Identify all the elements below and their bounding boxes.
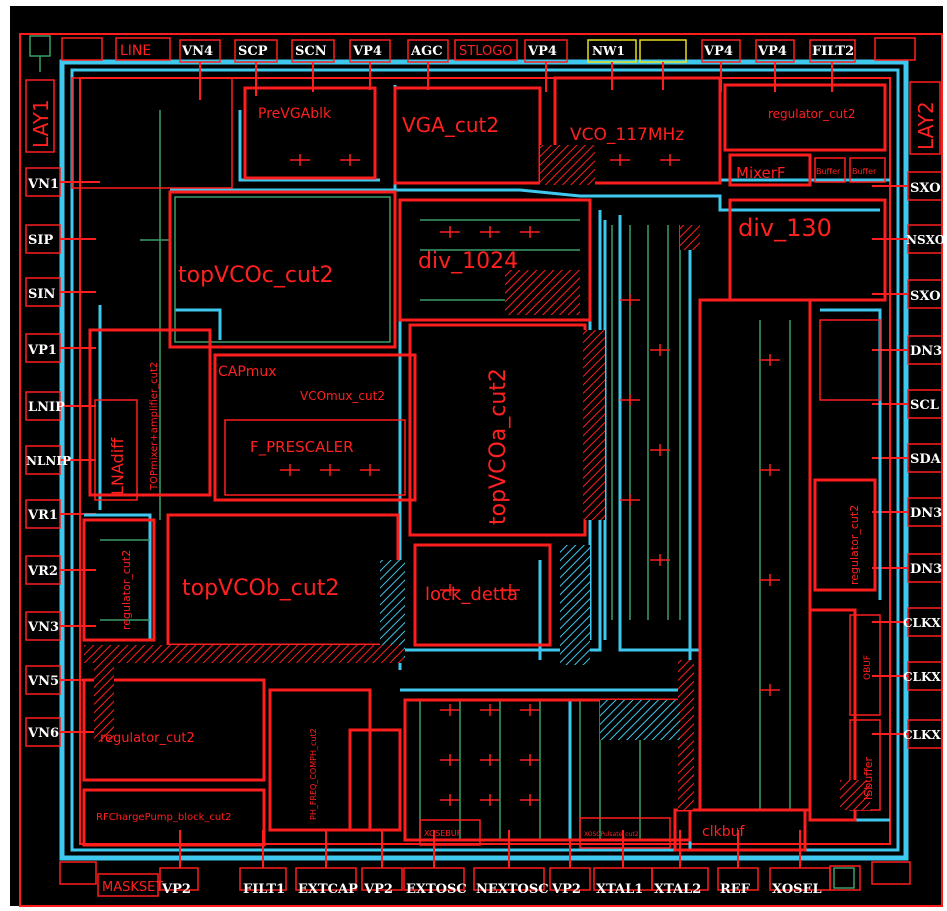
block-regulator-right: regulator_cut2 [848, 505, 861, 585]
block-labels: PreVGAblk VGA_cut2 VCO_117MHz regulator_… [96, 106, 877, 840]
pin-label-right: CLKX [903, 616, 941, 630]
block-vcomux: VCOmux_cut2 [300, 389, 385, 403]
stlogo-label: STLOGO [459, 44, 513, 59]
pin-label-right: CLKX [903, 670, 941, 684]
block-regulator-top-right: regulator_cut2 [768, 107, 856, 121]
pin-label-left: VN6 [27, 726, 59, 741]
top-pin-labels: VN4 SCP SCN VP4 AGC VP4 VP4 VP4 FILT2 NW… [115, 37, 854, 61]
pin-label-top: VP4 [352, 44, 382, 59]
maskset-label: MASKSET [102, 880, 163, 895]
pin-label-bottom: VP2 [161, 882, 191, 897]
corner-marks [29, 35, 855, 889]
pin-label-right: SDA [910, 452, 942, 467]
bottom-pin-labels: MASKSET VP2 FILT1 EXTCAP VP2 EXTOSC NEXT… [97, 873, 822, 897]
pin-label-bottom: VP2 [363, 882, 393, 897]
block-isbuffer: ISbuffer [862, 756, 875, 800]
block-vco: VCO_117MHz [570, 125, 684, 145]
line-label: LINE [120, 43, 151, 59]
pin-label-bottom: NEXTOSC [476, 882, 549, 897]
block-vga: VGA_cut2 [402, 113, 499, 137]
block-mixer: MixerF [736, 164, 786, 182]
lay2-label: LAY2 [914, 101, 938, 150]
pin-label-right: NSXO [906, 233, 945, 247]
block-chargepump: RFChargePump_block_cut2 [96, 812, 232, 823]
block-div1024: div_1024 [418, 249, 518, 274]
left-pin-labels: VN1 SIP SIN VP1 LNIP NLNIP VR1 VR2 VN3 V… [25, 79, 71, 741]
pin-label-left: VP1 [27, 343, 57, 358]
block-lock: lock_detta [425, 584, 518, 605]
pin-label-top: AGC [410, 44, 443, 59]
pin-label-left: SIP [28, 233, 53, 248]
block-regulator-left: regulator_cut2 [120, 550, 133, 630]
via-ticks [280, 154, 780, 806]
block-phfreq: PH_FREQ_COMPH_cut2 [309, 728, 318, 820]
block-topvcob: topVCOb_cut2 [182, 576, 339, 601]
module-outlines [71, 76, 887, 852]
pin-label-right: SCL [910, 398, 939, 413]
block-obuf: OBUF [863, 655, 873, 680]
pin-label-bottom: FILT1 [243, 882, 285, 897]
hatched-buses [84, 145, 870, 810]
pin-label-left: SIN [28, 287, 55, 302]
pin-label-bottom: VP2 [551, 882, 581, 897]
block-regulator-bottom-left: regulator_cut2 [100, 731, 195, 746]
block-xosebuf: XOSEBUF [424, 829, 462, 838]
block-topvcoc: topVCOc_cut2 [178, 263, 334, 288]
pin-label-nw1: NW1 [592, 44, 625, 58]
pin-label-left: VR1 [27, 508, 58, 523]
pin-label-right: DN3 [910, 506, 942, 521]
pin-label-right: DN3 [910, 344, 942, 359]
block-lnadiff: LNAdiff [108, 437, 127, 495]
pin-label-right: SXO [910, 181, 941, 196]
pin-label-bottom: XOSEL [772, 882, 822, 897]
pin-label-top: VP4 [703, 44, 733, 59]
block-clkbuf: clkbuf [702, 824, 745, 840]
pin-label-left: VN1 [27, 177, 59, 192]
block-div130: div_130 [738, 214, 832, 242]
pin-label-right: DN3 [910, 562, 942, 577]
block-buffer: Buffer [852, 167, 877, 176]
pin-label-left: LNIP [28, 400, 65, 415]
right-pin-labels: SXO NSXO SXO DN3 SCL SDA DN3 DN3 CLKX CL… [903, 81, 945, 742]
pin-label-right: SXO [910, 289, 941, 304]
block-prescaler: F_PRESCALER [250, 438, 354, 457]
pin-label-bottom: REF [720, 882, 751, 897]
block-capmux: CAPmux [218, 364, 277, 380]
block-buffer: Buffer [816, 167, 841, 176]
pin-label-top: VP4 [757, 44, 787, 59]
lay1-label: LAY1 [29, 99, 53, 148]
pin-label-bottom: XTAL2 [654, 882, 701, 897]
block-topmixer: TOPmixer+amplifier_cut2 [149, 362, 160, 491]
block-xoscpulsate: XOSCPulsate_cut2 [584, 831, 639, 838]
pin-label-bottom: EXTCAP [298, 882, 358, 897]
pin-label-top: SCN [295, 44, 327, 59]
pin-label-left: NLNIP [26, 454, 71, 468]
pin-label-left: VN3 [27, 620, 59, 635]
block-prevga: PreVGAblk [258, 106, 332, 122]
pin-label-top: VP4 [527, 44, 557, 59]
green-routing [100, 110, 791, 840]
pin-label-left: VN5 [27, 674, 59, 689]
pin-label-top: SCP [238, 44, 268, 59]
block-topvcoa: topVCOa_cut2 [486, 368, 511, 525]
pin-label-right: CLKX [903, 728, 941, 742]
pin-label-bottom: EXTOSC [406, 882, 467, 897]
pin-label-left: VR2 [27, 564, 58, 579]
pin-label-bottom: XTAL1 [596, 882, 643, 897]
pin-label-top: VN4 [181, 44, 213, 59]
pin-label-top: FILT2 [812, 44, 854, 59]
